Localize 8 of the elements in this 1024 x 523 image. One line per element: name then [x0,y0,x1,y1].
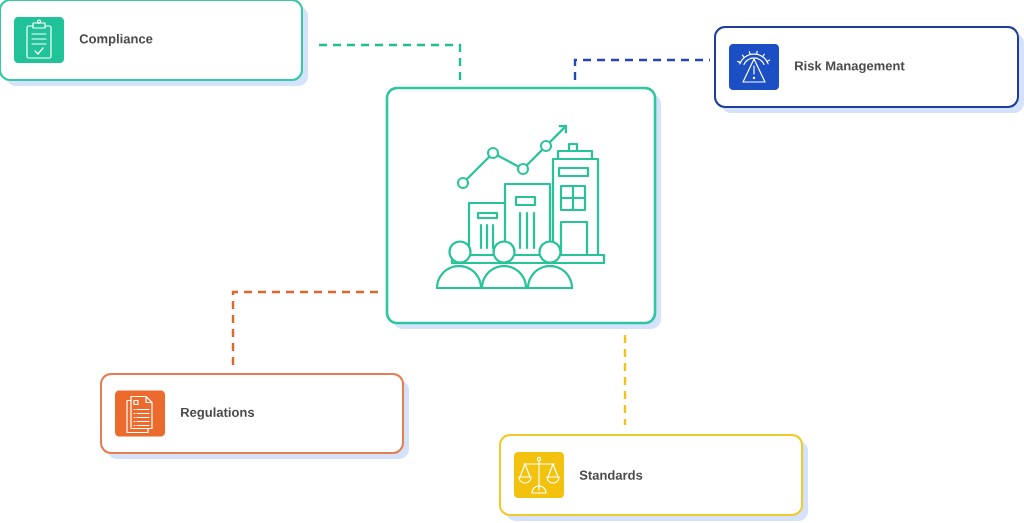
dashed-connector [623,335,627,425]
dashed-connector [231,290,378,367]
dashed-connector [573,58,710,80]
dashed-connector [316,43,462,80]
topic-card: Regulations [100,373,409,459]
topic-card: Standards [499,434,808,521]
topic-card: Compliance [0,0,308,86]
topic-card: Risk Management [714,26,1024,113]
